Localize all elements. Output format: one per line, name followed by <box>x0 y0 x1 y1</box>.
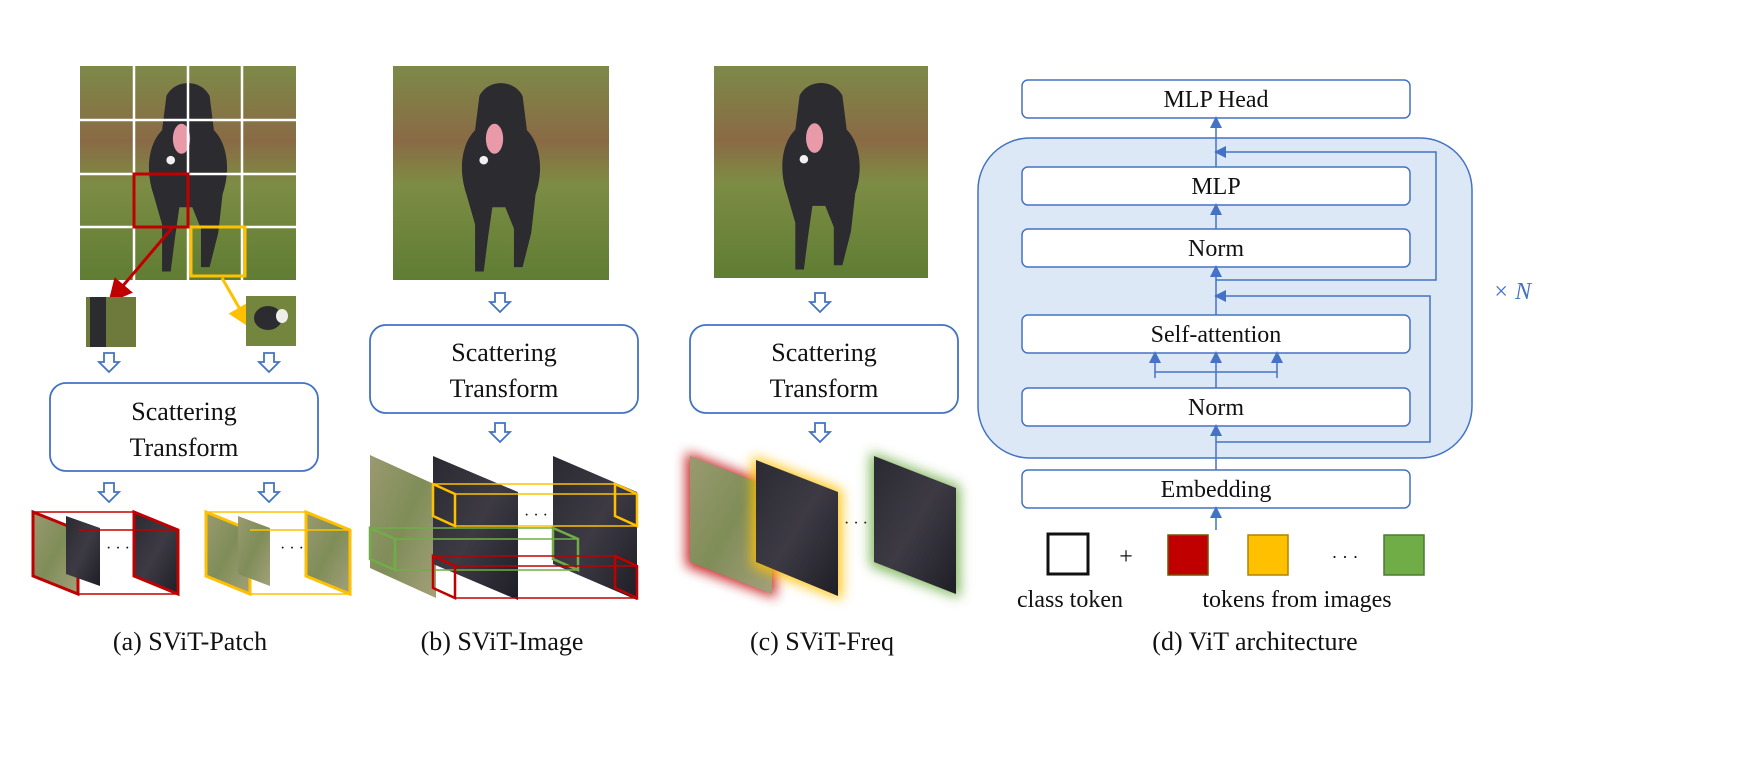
yellow-arrow <box>220 277 251 329</box>
panel-d: MLP Head MLP Norm Self-attention Norm Em… <box>977 79 1533 656</box>
mlp-label: MLP <box>1191 174 1240 200</box>
green-token-square <box>1383 534 1425 576</box>
dog-image <box>714 66 928 278</box>
ellipsis-dots: · · · <box>524 507 548 524</box>
transform-label-line1: Scattering <box>131 397 236 426</box>
down-arrow-icon <box>487 422 513 444</box>
down-arrow-icon <box>96 482 122 504</box>
plus-sign: + <box>1119 544 1133 570</box>
transform-label-line2: Transform <box>450 374 559 403</box>
ellipsis-dots: · · · <box>106 540 130 557</box>
tokens-from-images-label: tokens from images <box>1202 587 1391 613</box>
norm-top-label: Norm <box>1188 236 1244 262</box>
embedding-label: Embedding <box>1161 477 1272 503</box>
yellow-token-square <box>1247 534 1289 576</box>
patch-thumb-red-dog <box>90 297 106 347</box>
feature-stack-red: · · · <box>31 509 180 597</box>
panel-a: Scattering Transform · · · · · · (a) SVi… <box>31 66 352 656</box>
down-arrow-icon <box>96 352 122 374</box>
class-token-square <box>1046 532 1090 576</box>
down-arrow-icon <box>487 292 513 314</box>
repeat-n-label: × N <box>1493 279 1533 305</box>
down-arrow-icon <box>256 352 282 374</box>
mlp-head-label: MLP Head <box>1163 87 1268 113</box>
scattering-transform-box <box>369 324 639 414</box>
ellipsis-dots: · · · <box>844 515 868 532</box>
scattering-transform-box <box>689 324 959 414</box>
selected-patch-red <box>132 172 190 229</box>
transform-label-line2: Transform <box>770 374 879 403</box>
caption-b: (b) SViT-Image <box>421 627 584 656</box>
red-token-square <box>1167 534 1209 576</box>
self-attention-label: Self-attention <box>1151 322 1282 348</box>
panel-c: Scattering Transform · · · (c) SViT-Freq <box>686 66 960 656</box>
panel-b: Scattering Transform · · · <box>368 66 639 656</box>
transform-label-line1: Scattering <box>451 338 556 367</box>
patch-thumb-yellow-paw <box>254 306 282 330</box>
feature-stack-yellow: · · · <box>204 509 352 597</box>
red-arrow <box>108 227 174 304</box>
scattering-transform-box <box>49 382 319 472</box>
caption-a: (a) SViT-Patch <box>113 627 267 656</box>
patch-thumb-yellow-white <box>276 309 288 323</box>
flow-arrows <box>1149 116 1437 530</box>
ellipsis-dots: · · · <box>280 540 304 557</box>
down-arrow-icon <box>807 292 833 314</box>
transform-label-line2: Transform <box>130 433 239 462</box>
feature-maps-image: · · · <box>368 455 639 600</box>
selected-patch-yellow <box>189 225 247 278</box>
frequency-maps: · · · <box>686 452 960 600</box>
caption-c: (c) SViT-Freq <box>750 627 894 656</box>
down-arrow-icon <box>807 422 833 444</box>
class-token-label: class token <box>1017 587 1123 613</box>
down-arrow-icon <box>256 482 282 504</box>
dog-image <box>393 66 609 280</box>
caption-d: (d) ViT architecture <box>1152 627 1357 656</box>
ellipsis-dots: · · · <box>1332 547 1359 567</box>
norm-bottom-label: Norm <box>1188 395 1244 421</box>
transform-label-line1: Scattering <box>771 338 876 367</box>
